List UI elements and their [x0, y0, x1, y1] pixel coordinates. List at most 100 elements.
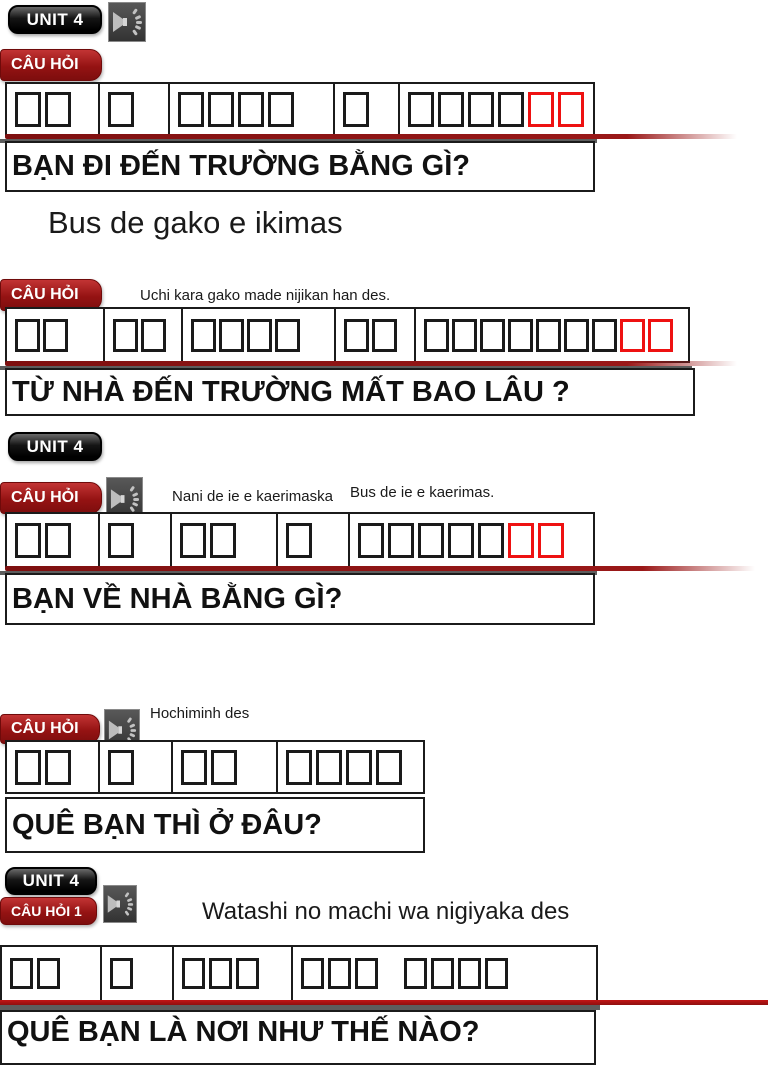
question-badge: CÂU HỎI	[0, 482, 102, 514]
missing-glyph-box	[37, 958, 60, 989]
question-badge: CÂU HỎI	[0, 714, 100, 744]
kanji-cell	[5, 307, 105, 363]
question-text-row: QUÊ BẠN LÀ NƠI NHƯ THẾ NÀO?	[0, 1010, 596, 1065]
question-text: QUÊ BẠN THÌ Ở ĐÂU?	[12, 808, 322, 841]
missing-glyph-box	[211, 749, 237, 785]
separator-shadow	[0, 1005, 600, 1010]
missing-glyph-box	[15, 91, 41, 127]
kanji-cell	[98, 512, 172, 568]
unit-badge-label: UNIT 4	[26, 436, 84, 456]
missing-glyph-box	[478, 522, 504, 558]
kanji-cell	[170, 512, 278, 568]
question-badge: CÂU HỎI 1	[0, 897, 97, 925]
question-text-row: TỪ NHÀ ĐẾN TRƯỜNG MẤT BAO LÂU ?	[5, 368, 695, 416]
unit-badge-label: UNIT 4	[26, 9, 84, 29]
missing-glyph-box	[424, 318, 449, 352]
missing-glyph-box	[141, 318, 166, 352]
separator-line	[5, 134, 737, 139]
missing-glyph-box	[209, 958, 232, 989]
separator-line	[5, 566, 755, 571]
kanji-cell	[100, 945, 174, 1002]
missing-glyph-box	[431, 958, 454, 989]
missing-glyph-box-red	[508, 522, 534, 558]
unit-badge: UNIT 4	[8, 432, 102, 461]
missing-glyph-box	[408, 91, 434, 127]
missing-glyph-box	[404, 958, 427, 989]
missing-glyph-box	[438, 91, 464, 127]
missing-glyph-box-red	[528, 91, 554, 127]
kanji-cell	[181, 307, 336, 363]
missing-glyph-box-red	[538, 522, 564, 558]
missing-glyph-box	[181, 749, 207, 785]
missing-glyph-box	[448, 522, 474, 558]
question-badge-label: CÂU HỎI	[11, 286, 79, 303]
unit-badge: UNIT 4	[5, 867, 97, 895]
missing-glyph-box	[592, 318, 617, 352]
romaji-note: Uchi kara gako made nijikan han des.	[140, 287, 391, 304]
missing-glyph-box	[388, 522, 414, 558]
romaji-note: Nani de ie e kaerimaska	[172, 488, 333, 505]
missing-glyph-box	[10, 958, 33, 989]
missing-glyph-box	[480, 318, 505, 352]
audio-speaker-icon[interactable]	[108, 2, 146, 42]
question-text: BẠN ĐI ĐẾN TRƯỜNG BẰNG GÌ?	[12, 150, 471, 182]
kanji-cell	[98, 82, 170, 136]
missing-glyph-box	[301, 958, 324, 989]
missing-glyph-box	[113, 318, 138, 352]
kanji-cell	[98, 740, 173, 794]
kanji-table	[5, 82, 595, 136]
kanji-cell	[348, 512, 595, 568]
kanji-cell	[276, 740, 425, 794]
missing-glyph-box	[15, 522, 41, 558]
romaji-note: Watashi no machi wa nigiyaka des	[202, 898, 570, 925]
missing-glyph-box	[564, 318, 589, 352]
missing-glyph-box	[268, 91, 294, 127]
romaji-note: Bus de ie e kaerimas.	[350, 484, 495, 501]
question-badge-label: CÂU HỎI	[11, 489, 79, 506]
kanji-cell	[5, 512, 100, 568]
unit-badge-label: UNIT 4	[22, 871, 80, 890]
question-badge: CÂU HỎI	[0, 49, 102, 81]
missing-glyph-box	[286, 522, 312, 558]
missing-glyph-box	[343, 91, 369, 127]
kanji-cell	[168, 82, 335, 136]
kanji-table	[5, 307, 690, 363]
missing-glyph-box	[316, 749, 342, 785]
separator-line	[5, 361, 737, 366]
missing-glyph-box	[110, 958, 133, 989]
missing-glyph-box-red	[648, 318, 673, 352]
question-text-row: BẠN ĐI ĐẾN TRƯỜNG BẰNG GÌ?	[5, 141, 595, 192]
kanji-cell	[171, 740, 278, 794]
missing-glyph-box	[45, 91, 71, 127]
missing-glyph-box	[418, 522, 444, 558]
speaker-glyph	[113, 8, 142, 36]
question-text-row: BẠN VỀ NHÀ BẰNG GÌ?	[5, 573, 595, 625]
romaji-note: Hochiminh des	[150, 705, 250, 722]
missing-glyph-box	[182, 958, 205, 989]
kanji-cell	[172, 945, 293, 1002]
missing-glyph-box	[485, 958, 508, 989]
unit-badge: UNIT 4	[8, 5, 102, 34]
missing-glyph-box	[358, 522, 384, 558]
question-badge-label: CÂU HỎI	[11, 720, 79, 737]
audio-speaker-icon[interactable]	[103, 885, 137, 923]
missing-glyph-box-red	[620, 318, 645, 352]
missing-glyph-box	[458, 958, 481, 989]
missing-glyph-box	[15, 318, 40, 352]
missing-glyph-box	[286, 749, 312, 785]
missing-glyph-box	[236, 958, 259, 989]
missing-glyph-box	[508, 318, 533, 352]
missing-glyph-box	[43, 318, 68, 352]
missing-glyph-box	[219, 318, 244, 352]
missing-glyph-box-red	[558, 91, 584, 127]
missing-glyph-box	[376, 749, 402, 785]
kanji-cell	[103, 307, 183, 363]
missing-glyph-box	[372, 318, 397, 352]
missing-glyph-box	[210, 522, 236, 558]
missing-glyph-box	[180, 522, 206, 558]
missing-glyph-box	[346, 749, 372, 785]
missing-glyph-box	[178, 91, 204, 127]
missing-glyph-box	[536, 318, 561, 352]
missing-glyph-box	[15, 749, 41, 785]
question-text: TỪ NHÀ ĐẾN TRƯỜNG MẤT BAO LÂU ?	[12, 375, 570, 408]
